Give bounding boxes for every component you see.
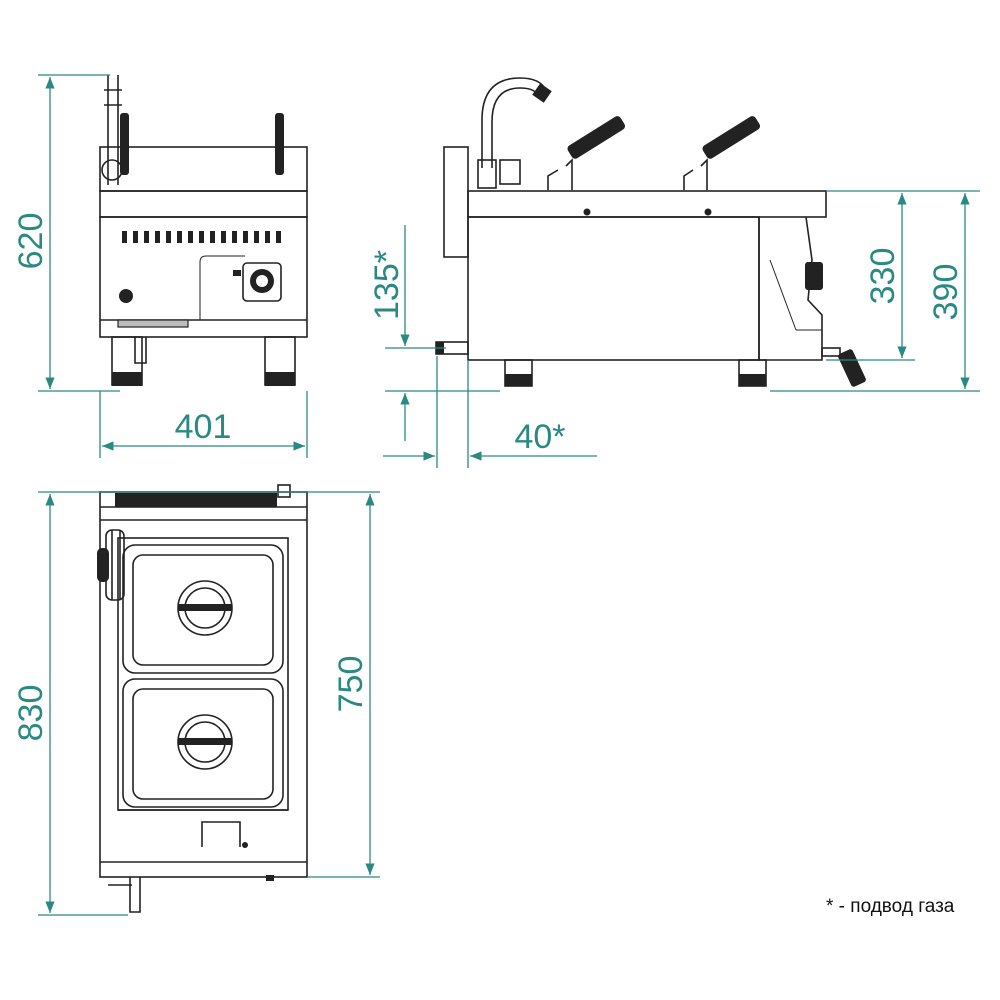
front-width-label: 401 [175, 408, 232, 446]
basket-1 [122, 544, 284, 674]
inlet-offset-label: 40* [514, 418, 565, 456]
faucet-top [97, 529, 125, 601]
gas-control-knob [233, 262, 282, 302]
top-body-depth-label: 750 [332, 656, 370, 713]
overall-height-label: 390 [927, 264, 965, 321]
front-height-label: 620 [12, 213, 50, 270]
top-dimensions [38, 491, 380, 916]
top-depth-label: 830 [12, 685, 50, 742]
front-dimensions [38, 74, 308, 458]
side-dimensions [383, 190, 980, 468]
top-view [97, 484, 308, 913]
vent-slots [122, 231, 281, 243]
basket-2 [122, 678, 284, 808]
basket-handle-right [683, 116, 761, 190]
basket-handle-left [547, 116, 626, 190]
gas-inlet-footnote: * - подвод газа [826, 896, 955, 917]
front-view [99, 75, 308, 386]
side-view [435, 77, 866, 387]
worktop-height-label: 330 [864, 248, 902, 305]
inlet-height-label: 135* [368, 250, 406, 320]
